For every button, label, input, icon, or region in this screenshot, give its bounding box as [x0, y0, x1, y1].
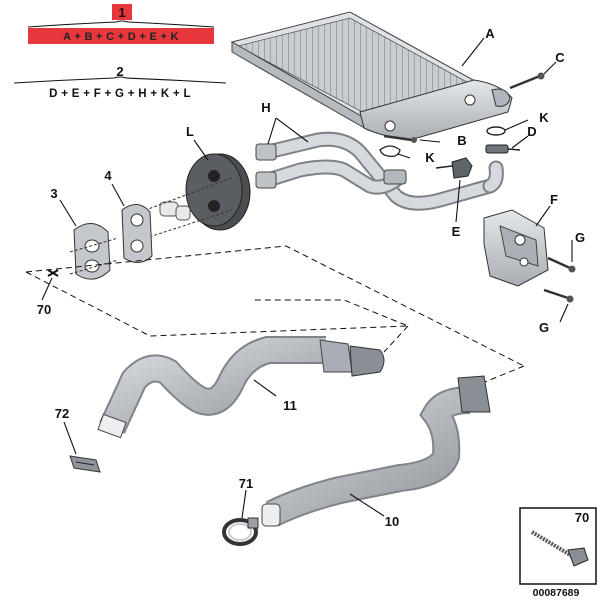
callout-k-lower: K	[425, 150, 435, 165]
pipes-h	[255, 131, 504, 211]
group-2-brace	[13, 76, 227, 84]
callout-l: L	[186, 124, 194, 139]
group-1-number-badge	[112, 4, 132, 20]
callout-71: 71	[239, 476, 253, 491]
inset-box-70: 70	[519, 507, 597, 585]
callout-labels: A B C K D K E F G G H L 4 3 70 11 10 71 …	[37, 26, 585, 529]
group-1-contents-band	[28, 28, 214, 44]
plate-4	[121, 204, 153, 263]
hose-clip-72	[69, 455, 101, 473]
callout-3: 3	[50, 186, 57, 201]
group-1-contents: A + B + C + D + E + K	[63, 31, 179, 43]
clip-e	[435, 157, 473, 179]
reference-code: 00087689	[533, 587, 580, 599]
callout-72: 72	[55, 406, 69, 421]
plate-3	[69, 223, 119, 280]
gasket-l	[185, 153, 251, 231]
heater-matrix	[230, 11, 513, 141]
callout-4: 4	[104, 168, 112, 183]
connector-sleeves	[139, 177, 233, 241]
o-ring-k-upper	[486, 126, 506, 136]
hose-11	[97, 336, 385, 439]
bracket-f	[483, 209, 549, 287]
group-2-contents: D + E + F + G + H + K + L	[49, 88, 191, 100]
group-2-number: 2	[116, 64, 123, 79]
callout-10: 10	[385, 514, 399, 529]
hose-clamp-71	[222, 517, 259, 546]
group-1-header: 1 A + B + C + D + E + K	[27, 4, 215, 44]
screw-b	[383, 134, 417, 143]
callout-a: A	[485, 26, 495, 41]
screw-g-upper	[547, 256, 576, 273]
callout-b: B	[457, 133, 466, 148]
inset-number: 70	[575, 510, 589, 525]
callout-e: E	[452, 224, 461, 239]
callout-c: C	[555, 50, 565, 65]
callout-d: D	[527, 124, 536, 139]
callout-g-lower: G	[539, 320, 549, 335]
leader-lines	[41, 37, 573, 519]
group-1-brace	[27, 20, 215, 28]
screw-70-mark	[47, 269, 59, 277]
o-ring-k-lower	[379, 145, 401, 158]
screw-c	[509, 72, 545, 90]
group-1-number: 1	[118, 5, 125, 20]
callout-h: H	[261, 100, 270, 115]
callout-f: F	[550, 192, 558, 207]
callout-g-upper: G	[575, 230, 585, 245]
screw-g-lower	[543, 288, 574, 303]
callout-k-upper: K	[539, 110, 549, 125]
hose-10	[261, 375, 491, 527]
dashed-assembly-lines	[25, 245, 525, 385]
callout-11: 11	[283, 398, 297, 413]
callout-70: 70	[37, 302, 51, 317]
bolt-70	[530, 530, 589, 567]
group-2-header: 2 D + E + F + G + H + K + L	[13, 64, 227, 100]
clip-d	[485, 144, 521, 154]
